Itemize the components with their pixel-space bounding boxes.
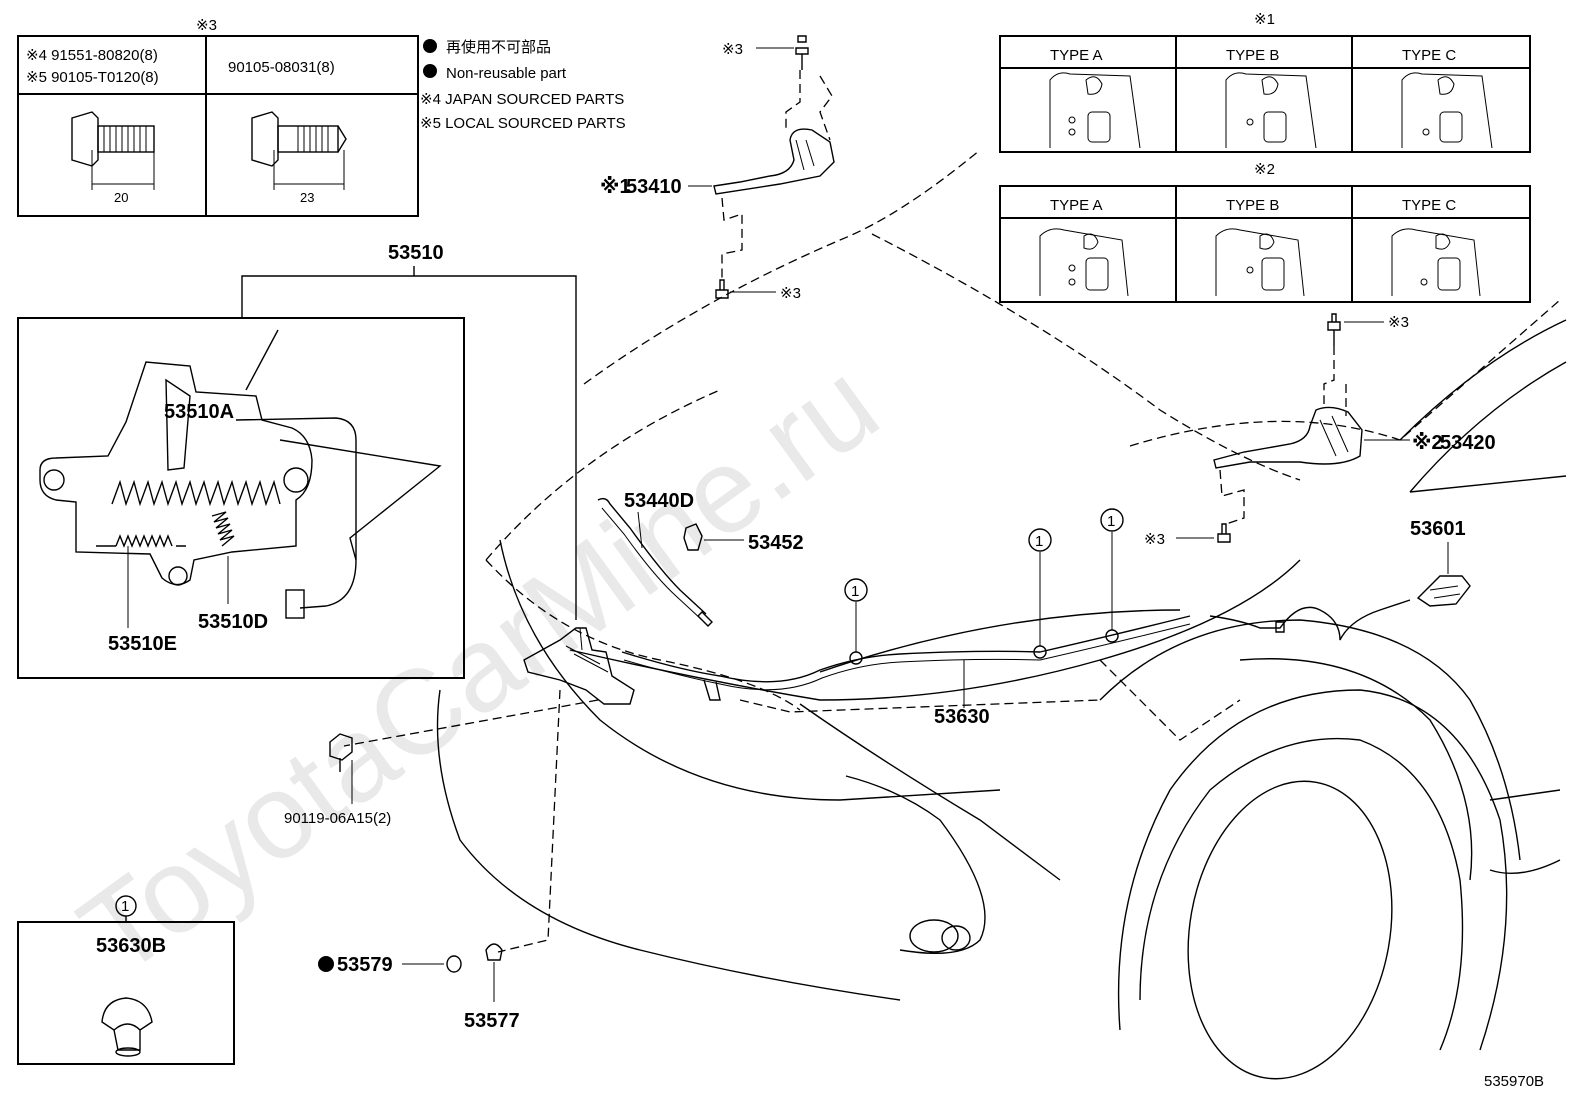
label-90119: 90119-06A15(2)	[284, 810, 391, 827]
label-53630B: 53630B	[96, 935, 166, 957]
bolt-part-2: 90105-08031(8)	[228, 59, 335, 76]
release-lever: 53601	[1410, 518, 1471, 607]
legend-en: Non-reusable part	[446, 65, 567, 82]
bolt-2-length: 23	[300, 190, 314, 205]
label-53410: 53410	[626, 176, 682, 198]
type-2-c-illustration	[1391, 228, 1481, 297]
label-53630: 53630	[934, 706, 990, 728]
bolt-part-local: ※5 90105-T0120(8)	[26, 69, 159, 86]
note-3-mid: ※3	[780, 285, 801, 302]
bolt-part-japan: ※4 91551-80820(8)	[26, 47, 158, 64]
vehicle-outline	[436, 149, 1567, 1080]
note-3-top: ※3	[722, 41, 743, 58]
clip-detail: 1 53630B	[17, 895, 235, 1065]
type-1-c-illustration	[1401, 72, 1493, 149]
legend-japan-sourced: ※4 JAPAN SOURCED PARTS	[420, 91, 624, 108]
label-53452: 53452	[748, 532, 804, 554]
grommet-53579: 53579	[318, 954, 462, 976]
legend-jp: 再使用不可部品	[446, 39, 551, 56]
latch-assembly-number: 53510	[388, 242, 444, 264]
label-53420: 53420	[1440, 432, 1496, 454]
type-table-1-note: ※1	[1254, 11, 1275, 28]
hood-hinge-left: ※3 ※1 53410 ※3	[600, 35, 835, 302]
legend-local-sourced: ※5 LOCAL SOURCED PARTS	[420, 115, 626, 132]
bolt-2-drawing: 23	[251, 111, 347, 205]
ref-1-b: 1	[1035, 533, 1043, 550]
type-table-1: ※1 TYPE A TYPE B TYPE C	[999, 11, 1531, 153]
bolt-1-length: 20	[114, 190, 128, 205]
non-reusable-dot-icon	[423, 39, 437, 53]
clip-ref-number: 1	[121, 898, 129, 915]
type-1-c: TYPE C	[1402, 47, 1456, 64]
type-1-a: TYPE A	[1050, 47, 1103, 64]
type-table-2: ※2 TYPE A TYPE B TYPE C	[999, 161, 1531, 303]
legend: 再使用不可部品 Non-reusable part ※4 JAPAN SOURC…	[420, 39, 626, 132]
type-2-a: TYPE A	[1050, 197, 1103, 214]
hood-lock-bolt: 90119-06A15(2)	[284, 733, 391, 827]
type-2-b-illustration	[1215, 228, 1305, 297]
watermark: ToyotaCarMine.ru	[57, 336, 902, 1001]
type-1-b: TYPE B	[1226, 47, 1279, 64]
label-53510A: 53510A	[164, 401, 234, 423]
bolt-1-drawing: 20	[71, 111, 155, 205]
latch-detail: 53510 53510A 53510E 53510D	[17, 242, 577, 679]
label-53601: 53601	[1410, 518, 1466, 540]
support-rod: 53440D 53452	[597, 490, 804, 627]
label-53577: 53577	[464, 1010, 520, 1032]
ref-1-c: 1	[1107, 513, 1115, 530]
bolt-table: ※3 ※4 91551-80820(8) ※5 90105-T0120(8) 9…	[17, 17, 419, 217]
non-reusable-dot-icon	[318, 956, 334, 972]
note-3-right-top: ※3	[1388, 314, 1409, 331]
hood-hinge-right: ※3 ※2 53420 ※3	[1144, 313, 1496, 548]
diagram-id: 535970B	[1484, 1073, 1544, 1090]
ref-1-a: 1	[851, 583, 859, 600]
type-2-a-illustration	[1039, 228, 1129, 297]
type-2-c: TYPE C	[1402, 197, 1456, 214]
label-53510E: 53510E	[108, 633, 177, 655]
release-cable: 1 1 1 53630	[621, 508, 1411, 728]
bolt-table-note: ※3	[196, 17, 217, 34]
non-reusable-dot-icon	[423, 64, 437, 78]
note-3-right-bottom: ※3	[1144, 531, 1165, 548]
label-53440D: 53440D	[624, 490, 694, 512]
type-2-b: TYPE B	[1226, 197, 1279, 214]
hood-lock	[343, 627, 635, 953]
label-53420-note: ※2	[1412, 432, 1443, 454]
type-1-a-illustration	[1049, 72, 1141, 149]
stopper-53577: 53577	[464, 943, 520, 1032]
label-53410-note: ※1	[600, 176, 631, 198]
type-1-b-illustration	[1225, 72, 1317, 149]
label-53510D: 53510D	[198, 611, 268, 633]
label-53579: 53579	[337, 954, 393, 976]
type-table-2-note: ※2	[1254, 161, 1275, 178]
